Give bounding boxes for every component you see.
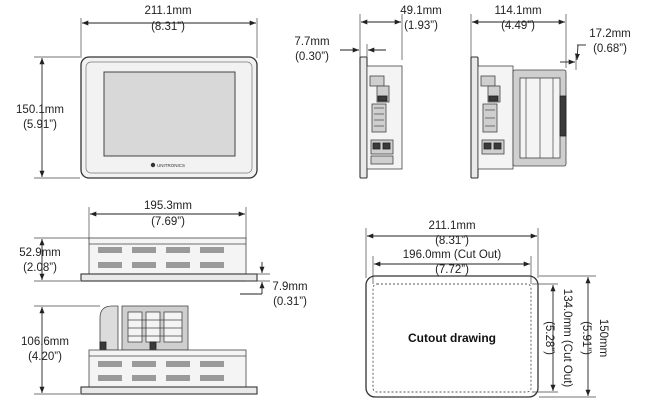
logo-icon [150, 162, 156, 168]
front-height-in: (5.91”) [23, 119, 57, 131]
cutout-height-in: (5.28”) [543, 321, 555, 355]
hmi-screen [103, 71, 236, 157]
cutout-outline [372, 283, 532, 393]
top-width-in: (7.69”) [151, 216, 185, 228]
logo-text: UNITRONICS [157, 163, 185, 168]
top-view-module: 106.6mm (4.20”) [21, 305, 258, 395]
module-height-in: (4.20”) [28, 351, 62, 363]
side-view: 49.1mm (1.93”) 7.7mm (0.30”) [294, 5, 442, 179]
cutout-view: 211.1mm (8.31”) 196.0mm (Cut Out) (7.72”… [365, 220, 609, 398]
front-width-mm: 211.1mm [144, 5, 191, 17]
cutout-outer-height-in: (5.91”) [580, 321, 592, 355]
module-offset-in: (0.68”) [593, 43, 627, 55]
cutout-outer-width-in: (8.31”) [435, 235, 469, 247]
module-depth-mm: 114.1mm [494, 5, 541, 17]
front-width-in: (8.31”) [151, 21, 185, 33]
front-view: 211.1mm (8.31”) 150.1mm (5.91”) UNITRONI… [16, 5, 258, 179]
top-height-in: (2.08”) [23, 262, 57, 274]
module-offset-mm: 17.2mm [589, 28, 631, 40]
top-bezel-in: (0.31”) [273, 296, 307, 308]
side-view-module: 114.1mm (4.49”) 17.2mm (0.68”) [470, 5, 631, 179]
panel-outline [365, 275, 539, 398]
front-height-mm: 150.1mm [16, 104, 64, 116]
side-bezel-in: (0.30”) [295, 51, 329, 63]
cutout-height-mm: 134.0mm (Cut Out) [561, 289, 573, 388]
top-width-mm: 195.3mm [144, 200, 192, 212]
side-bezel-mm: 7.7mm [294, 36, 329, 48]
top-bezel-mm: 7.9mm [272, 281, 307, 293]
module-depth-in: (4.49”) [501, 20, 535, 32]
side-depth-mm: 49.1mm [400, 5, 442, 17]
cutout-outer-width-mm: 211.1mm [428, 220, 475, 232]
cutout-outer-height-mm: 150mm [597, 319, 609, 357]
side-depth-in: (1.93”) [404, 20, 438, 32]
top-view: 195.3mm (7.69”) 52.9mm (2.08”) 7.9mm (0.… [19, 200, 307, 308]
cutout-width-in: (7.72”) [435, 264, 469, 276]
cutout-title: Cutout drawing [408, 331, 496, 345]
top-height-mm: 52.9mm [19, 247, 61, 259]
module-height-mm: 106.6mm [21, 336, 69, 348]
cutout-width-mm: 196.0mm (Cut Out) [403, 249, 502, 261]
